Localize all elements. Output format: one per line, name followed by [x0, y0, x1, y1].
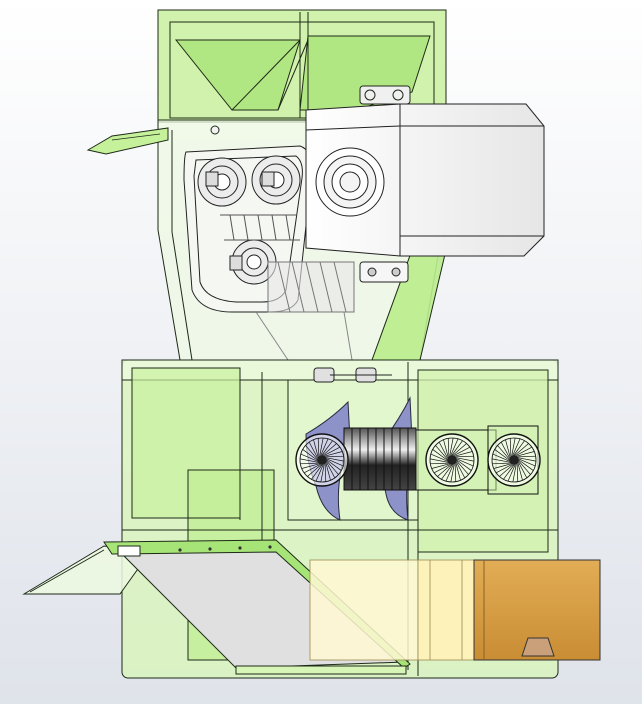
pulley-2 [251, 155, 301, 205]
tray-slot [117, 545, 141, 557]
bin-body [473, 559, 601, 661]
motor-mount [359, 261, 409, 283]
pulley-3 [229, 239, 277, 285]
gear-teeth [220, 214, 300, 241]
wheel-icon [487, 433, 541, 487]
motor-icon [305, 103, 545, 283]
cooling-wheels [295, 433, 541, 487]
output-window [309, 559, 479, 661]
bolt-row-lower [313, 367, 392, 383]
auger-shaft [267, 261, 355, 313]
bin-handle[interactable] [521, 637, 555, 657]
bolt-row-top [359, 85, 411, 105]
pulley-1 [197, 157, 247, 207]
wheel-icon [295, 433, 349, 487]
wheel-icon [425, 433, 479, 487]
gear-housing-icon [183, 145, 355, 361]
side-lid[interactable] [86, 127, 169, 155]
collection-bin-icon[interactable] [473, 559, 601, 661]
hopper-inner [169, 21, 435, 119]
